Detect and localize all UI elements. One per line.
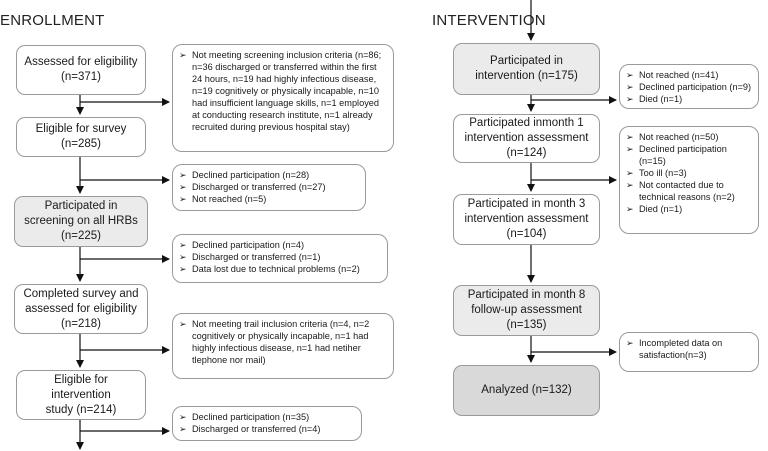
box-line: (n=124) — [506, 147, 547, 159]
box-eligible-survey: Eligible for survey (n=285) — [16, 117, 146, 157]
note-item: ➢Declined participation (n=9) — [626, 82, 752, 92]
enrollment-header: ENROLLMENT — [0, 12, 105, 29]
box-line: (n=104) — [506, 228, 547, 240]
note-item: ➢Died (n=1) — [626, 94, 683, 104]
bullet-arrow-icon: ➢ — [179, 424, 187, 434]
note-item: ➢Not reached (n=5) — [179, 194, 267, 204]
note-item: ➢Not contacted due to technical reasons … — [626, 180, 735, 202]
note-item: ➢Incompleted data on satisfaction(n=3) — [626, 338, 723, 360]
bullet-arrow-icon: ➢ — [179, 194, 187, 204]
note-item: ➢Not meeting trail inclusion criteria (n… — [179, 319, 370, 365]
note-survey-exclusion: ➢Declined participation (n=28) ➢Discharg… — [172, 164, 366, 211]
bullet-arrow-icon: ➢ — [179, 252, 187, 262]
box-line: Eligible for intervention — [51, 373, 111, 401]
note-intervention-loss: ➢Not reached (n=41) ➢Declined participat… — [619, 64, 759, 109]
bullet-arrow-icon: ➢ — [179, 412, 187, 422]
note-item: ➢Data lost due to technical problems (n=… — [179, 264, 360, 274]
box-line: Analyzed (n=132) — [481, 384, 572, 396]
note-item: ➢Declined participation (n=35) — [179, 412, 310, 422]
box-line: Participated in month 3 — [467, 198, 586, 210]
bullet-arrow-icon: ➢ — [179, 264, 187, 274]
bullet-arrow-icon: ➢ — [179, 170, 187, 180]
box-line: intervention (n=175) — [475, 70, 578, 82]
note-item: ➢Declined participation (n=4) — [179, 240, 305, 250]
box-line: (n=285) — [61, 138, 101, 150]
box-line: (n=225) — [61, 230, 101, 242]
box-line: Participated in month 8 — [467, 289, 586, 301]
bullet-arrow-icon: ➢ — [179, 182, 187, 192]
box-eligible-intervention: Eligible for intervention study (n=214) — [16, 370, 146, 420]
note-item: ➢Died (n=1) — [626, 204, 683, 214]
intervention-header: INTERVENTION — [432, 12, 546, 29]
bullet-arrow-icon: ➢ — [626, 82, 634, 92]
bullet-arrow-icon: ➢ — [626, 70, 634, 80]
box-line: intervention assessment — [464, 213, 589, 225]
bullet-arrow-icon: ➢ — [626, 168, 634, 178]
note-item: ➢Discharged or transferred (n=4) — [179, 424, 321, 434]
box-line: Completed survey and — [23, 287, 139, 300]
box-month1-assessment: Participated inmonth 1 intervention asses… — [453, 114, 600, 163]
box-month8-followup: Participated in month 8 follow-up assessm… — [453, 285, 600, 336]
box-line: intervention assessment — [464, 132, 589, 144]
box-line: Participated inmonth 1 — [469, 117, 584, 129]
bullet-arrow-icon: ➢ — [179, 240, 187, 250]
note-screening-loss: ➢Declined participation (n=4) ➢Discharge… — [172, 234, 388, 283]
box-completed-survey: Completed survey and assessed for eligibi… — [14, 284, 148, 334]
box-line: assessed for eligibility — [25, 302, 137, 315]
box-month3-assessment: Participated in month 3 intervention asse… — [453, 194, 600, 245]
note-item: ➢Declined participation (n=28) — [179, 170, 310, 180]
note-screening-exclusion: ➢Not meeting screening inclusion criteri… — [172, 44, 394, 152]
note-analysis-exclusion: ➢Incompleted data on satisfaction(n=3) — [619, 332, 759, 372]
box-line: study (n=214) — [45, 403, 117, 416]
note-trial-exclusion: ➢Not meeting trail inclusion criteria (n… — [172, 313, 394, 379]
note-item: ➢Not reached (n=50) — [626, 132, 719, 142]
box-line: screening on all HRBs — [24, 215, 138, 227]
box-analyzed: Analyzed (n=132) — [453, 365, 600, 416]
note-item: ➢Not reached (n=41) — [626, 70, 719, 80]
box-line: Participated in — [490, 55, 563, 67]
box-line: (n=371) — [61, 71, 101, 83]
bullet-arrow-icon: ➢ — [626, 94, 634, 104]
bullet-arrow-icon: ➢ — [626, 132, 634, 142]
bullet-arrow-icon: ➢ — [626, 144, 634, 154]
note-item: ➢Discharged or transferred (n=27) — [179, 182, 326, 192]
note-intervention-decline: ➢Declined participation (n=35) ➢Discharg… — [172, 406, 362, 441]
note-item: ➢Too ill (n=3) — [626, 168, 687, 178]
box-line: (n=218) — [61, 317, 101, 330]
box-line: Assessed for eligibility — [24, 56, 138, 68]
bullet-arrow-icon: ➢ — [179, 319, 187, 329]
box-line: Participated in — [44, 200, 118, 212]
bullet-arrow-icon: ➢ — [626, 180, 634, 190]
box-participated-intervention: Participated in intervention (n=175) — [453, 43, 600, 95]
bullet-arrow-icon: ➢ — [179, 50, 187, 60]
box-assessed-eligibility: Assessed for eligibility (n=371) — [16, 45, 146, 95]
note-item: ➢Discharged or transferred (n=1) — [179, 252, 321, 262]
box-screening: Participated in screening on all HRBs (n=2… — [14, 196, 148, 247]
box-line: follow-up assessment — [471, 304, 582, 316]
note-item: ➢Not meeting screening inclusion criteri… — [179, 50, 382, 132]
box-line: Eligible for survey — [35, 123, 127, 135]
bullet-arrow-icon: ➢ — [626, 338, 634, 348]
box-line: (n=135) — [506, 319, 547, 331]
bullet-arrow-icon: ➢ — [626, 204, 634, 214]
note-assessment-loss: ➢Not reached (n=50) ➢Declined participat… — [619, 126, 759, 234]
note-item: ➢Declined participation (n=15) — [626, 144, 727, 166]
